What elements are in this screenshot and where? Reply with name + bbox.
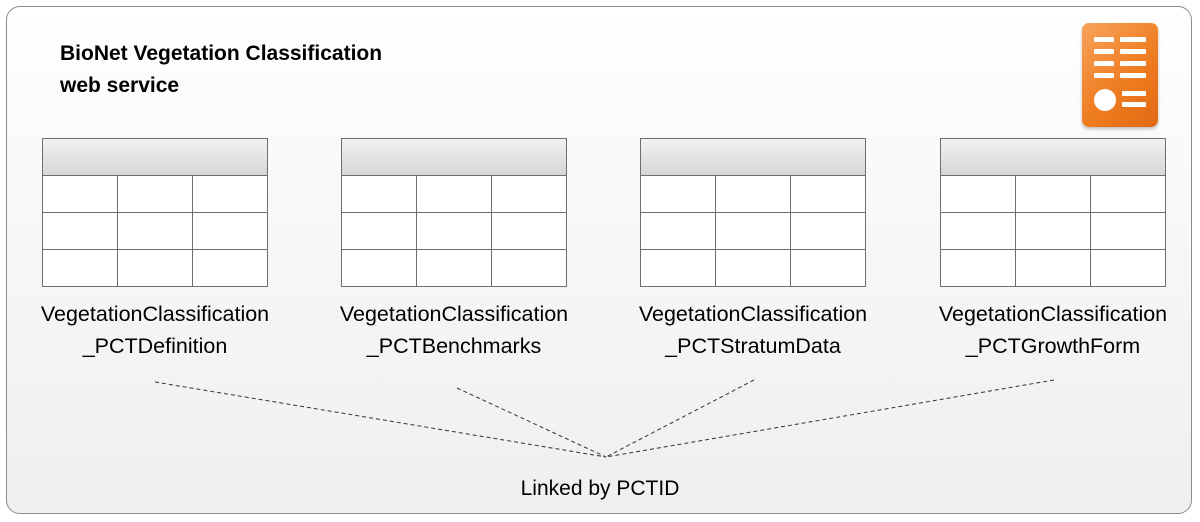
table-cell (342, 250, 417, 287)
table-name-line-2: _PCTGrowthForm (965, 334, 1141, 358)
table-cell (791, 213, 866, 250)
table-header-row (940, 138, 1166, 176)
table-cell (1091, 176, 1166, 213)
table-cell (43, 213, 118, 250)
table-name-line-1: VegetationClassification (40, 302, 270, 326)
table-cell (641, 213, 716, 250)
service-title-line-1: BioNet Vegetation Classification (60, 42, 383, 65)
table-header-row (640, 138, 866, 176)
link-line-pct-stratum-data (605, 379, 755, 458)
table-cell (118, 250, 193, 287)
table-name-line-1: VegetationClassification (339, 302, 569, 326)
table-name-line-2: _PCTDefinition (82, 334, 228, 358)
table-cell (43, 250, 118, 287)
table-graphic-pct-benchmarks (341, 138, 567, 287)
table-name-pct-growth-form: VegetationClassification _PCTGrowthForm (913, 298, 1193, 362)
table-cell (1016, 213, 1091, 250)
table-cell (716, 176, 791, 213)
table-form-icon (1082, 23, 1158, 127)
table-name-line-1: VegetationClassification (638, 302, 868, 326)
table-cell (342, 213, 417, 250)
table-cell (118, 213, 193, 250)
table-cell (492, 213, 567, 250)
table-cell (43, 176, 118, 213)
table-cell (641, 176, 716, 213)
table-graphic-pct-growth-form (940, 138, 1166, 287)
table-cell (791, 176, 866, 213)
table-cell (1016, 176, 1091, 213)
table-cell (417, 250, 492, 287)
table-cell (417, 213, 492, 250)
table-header-row (341, 138, 567, 176)
table-name-line-2: _PCTStratumData (665, 334, 841, 358)
table-cell (716, 250, 791, 287)
table-cell (716, 213, 791, 250)
table-name-pct-benchmarks: VegetationClassification _PCTBenchmarks (314, 298, 594, 362)
table-name-line-2: _PCTBenchmarks (366, 334, 542, 358)
table-body-grid (341, 176, 567, 287)
table-body-grid (42, 176, 268, 287)
table-cell (417, 176, 492, 213)
table-cell (1016, 250, 1091, 287)
table-cell (941, 176, 1016, 213)
table-cell (492, 176, 567, 213)
table-name-pct-definition: VegetationClassification _PCTDefinition (15, 298, 295, 362)
link-line-pct-benchmarks (456, 387, 607, 458)
service-title: BioNet Vegetation Classification web ser… (60, 38, 382, 102)
table-cell (1091, 213, 1166, 250)
table-cell (641, 250, 716, 287)
service-title-line-2: web service (60, 74, 180, 97)
table-cell (193, 250, 268, 287)
table-body-grid (640, 176, 866, 287)
table-name-pct-stratum-data: VegetationClassification _PCTStratumData (613, 298, 893, 362)
table-cell (193, 213, 268, 250)
table-cell (118, 176, 193, 213)
table-cell (1091, 250, 1166, 287)
link-caption: Linked by PCTID (520, 477, 680, 500)
table-cell (193, 176, 268, 213)
table-cell (791, 250, 866, 287)
table-cell (342, 176, 417, 213)
table-cell (941, 213, 1016, 250)
table-graphic-pct-definition (42, 138, 268, 287)
table-cell (492, 250, 567, 287)
link-line-pct-definition (154, 381, 607, 458)
table-graphic-pct-stratum-data (640, 138, 866, 287)
table-name-line-1: VegetationClassification (938, 302, 1168, 326)
link-line-pct-growth-form (605, 379, 1055, 458)
table-cell (941, 250, 1016, 287)
table-header-row (42, 138, 268, 176)
table-body-grid (940, 176, 1166, 287)
